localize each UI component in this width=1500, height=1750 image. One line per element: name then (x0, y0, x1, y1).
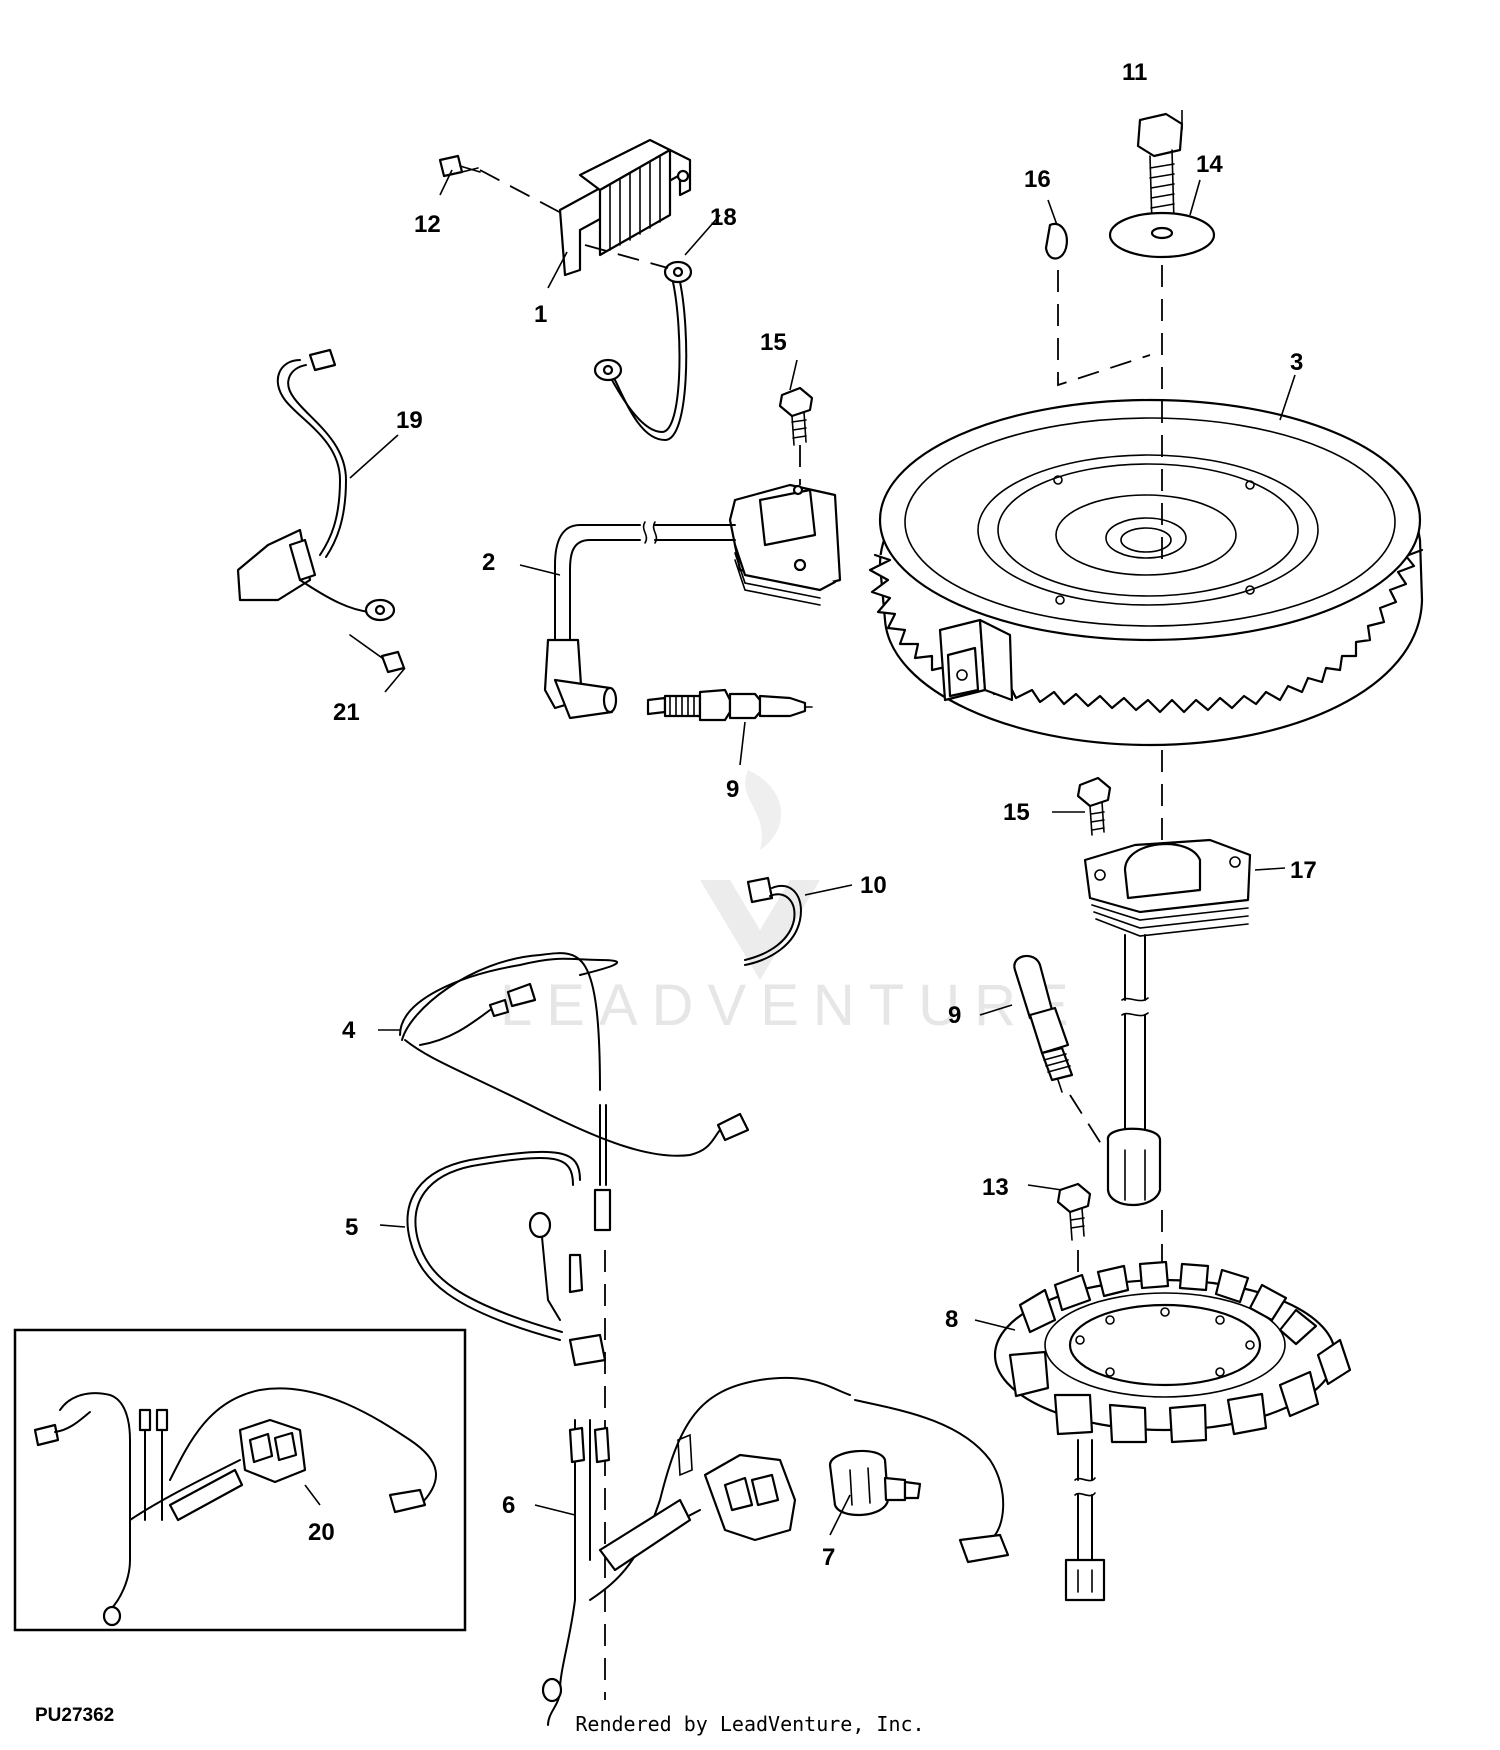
screw-21-part[interactable] (349, 634, 406, 674)
spark-plug-upper-part[interactable] (646, 688, 813, 722)
harness-4-part[interactable] (399, 952, 750, 1232)
callout-9-upper: 9 (726, 776, 739, 803)
harness-6-part[interactable] (541, 1376, 1010, 1726)
lead-10-part[interactable] (744, 876, 802, 966)
screw-15-upper-part[interactable] (778, 386, 814, 446)
callout-19: 19 (396, 407, 423, 434)
ground-strap-part[interactable] (593, 260, 693, 442)
flywheel-part[interactable] (868, 398, 1424, 747)
callout-17: 17 (1290, 857, 1317, 884)
callout-labels: 1 2 3 4 5 6 7 8 9 9 10 11 12 13 14 15 15… (308, 59, 1317, 1571)
callout-8: 8 (945, 1306, 958, 1333)
spark-plug-lower-part[interactable] (1013, 954, 1074, 1093)
washer-14-part[interactable] (1108, 211, 1216, 259)
leader-lines (304, 110, 1296, 1536)
pressure-switch-part[interactable] (828, 1449, 922, 1517)
callout-20: 20 (308, 1519, 335, 1546)
callout-2: 2 (482, 549, 495, 576)
render-credit: Rendered by LeadVenture, Inc. (575, 1712, 925, 1736)
callout-15-lower: 15 (1003, 799, 1030, 826)
harness-5-part[interactable] (406, 1150, 607, 1700)
screw-12-part[interactable] (438, 154, 481, 178)
ignition-module-part[interactable] (543, 483, 842, 720)
screw-13-part[interactable] (1056, 1182, 1092, 1241)
bolt-11-part[interactable] (1136, 112, 1184, 226)
callout-15-upper: 15 (760, 329, 787, 356)
callout-3: 3 (1290, 349, 1303, 376)
callout-12: 12 (414, 211, 441, 238)
callout-4: 4 (342, 1017, 356, 1044)
callout-18: 18 (710, 204, 737, 231)
callout-9-lower: 9 (948, 1002, 961, 1029)
callout-11: 11 (1122, 59, 1147, 86)
callout-6: 6 (502, 1492, 515, 1519)
watermark-text: LEADVENTURE (500, 973, 1083, 1038)
ignition-coil-part[interactable] (1083, 838, 1252, 1207)
wire-lead-19-part[interactable] (236, 348, 396, 622)
screw-15-lower-part[interactable] (1076, 776, 1112, 836)
stator-part[interactable] (993, 1260, 1352, 1602)
callout-14: 14 (1196, 151, 1223, 178)
callout-10: 10 (860, 872, 887, 899)
callout-13: 13 (982, 1174, 1009, 1201)
callout-5: 5 (345, 1214, 358, 1241)
callout-1: 1 (534, 301, 547, 328)
callout-7: 7 (822, 1544, 835, 1571)
voltage-regulator-part[interactable] (558, 138, 692, 277)
key-16-part[interactable] (1044, 222, 1068, 260)
inset-box (13, 1328, 467, 1632)
callout-21: 21 (333, 699, 360, 726)
callout-16: 16 (1024, 166, 1051, 193)
watermark: LEADVENTURE (500, 770, 1083, 1038)
figure-id: PU27362 (35, 1705, 115, 1726)
